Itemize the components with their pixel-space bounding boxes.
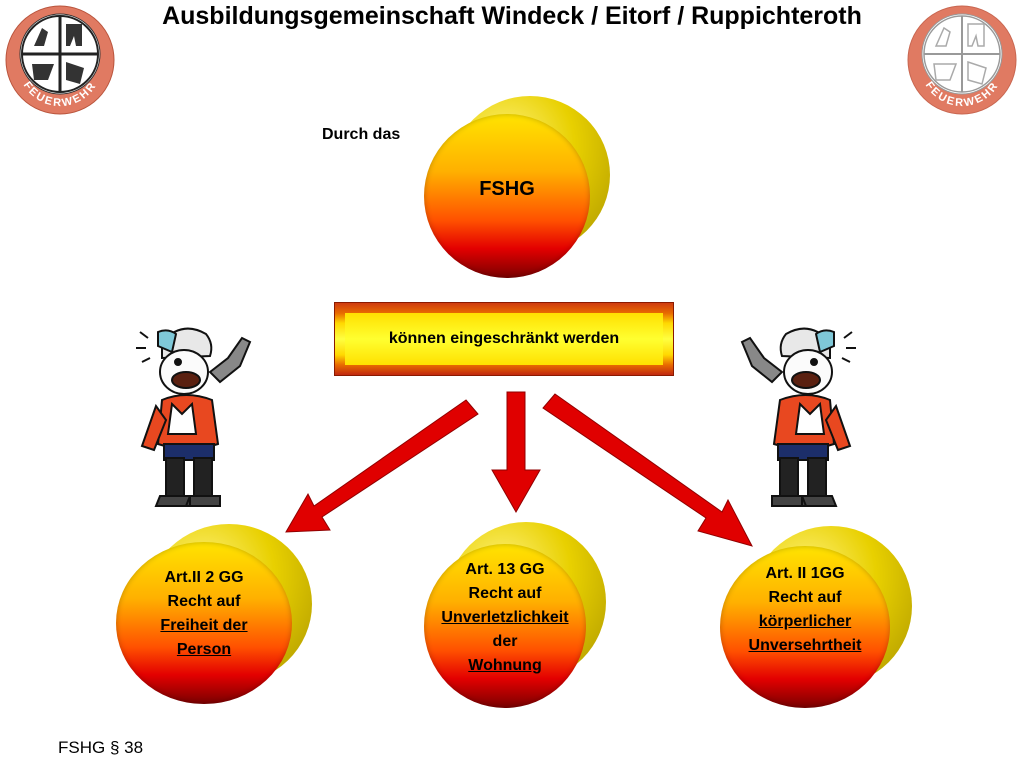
circle-1-line-3: Freiheit der (160, 617, 248, 634)
firefighter-illustration-right (740, 327, 856, 507)
restriction-banner-text: können eingeschränkt werden (345, 313, 663, 365)
fshg-label: FSHG (479, 178, 535, 200)
circle-2-line-5: Wohnung (468, 657, 542, 674)
circle-2-line-4: der (492, 633, 518, 650)
circle-freedom-of-person: Art.II 2 GG Recht auf Freiheit der Perso… (116, 524, 316, 704)
circle-1-line-2: Recht auf (167, 593, 241, 610)
fire-brigade-logo-right: FEUERWEHR (907, 5, 1017, 115)
arrow-right (542, 393, 753, 547)
circle-1-line-1: Art.II 2 GG (164, 569, 244, 586)
circle-2-line-2: Recht auf (468, 585, 542, 602)
circle-2-line-1: Art. 13 GG (465, 561, 545, 578)
footer-reference: FSHG § 38 (58, 738, 144, 757)
circle-3-line-2: Recht auf (768, 589, 842, 606)
circle-1-line-4: Person (176, 641, 232, 658)
fshg-disk: FSHG (424, 96, 612, 278)
page-title: Ausbildungsgemeinschaft Windeck / Eitorf… (162, 2, 862, 30)
arrow-center (491, 391, 541, 514)
circle-3-line-1: Art. II 1GG (765, 565, 845, 582)
circle-3-line-4: Unversehrtheit (748, 637, 862, 654)
restriction-banner: können eingeschränkt werden (334, 302, 674, 376)
circle-inviolability-of-home: Art. 13 GG Recht auf Unverletzlichkeit d… (424, 522, 608, 708)
fire-brigade-logo-left: FEUERWEHR (5, 5, 115, 115)
arrow-left (285, 399, 479, 533)
firefighter-illustration-left (136, 327, 252, 507)
circle-3-line-3: körperlicher (758, 613, 852, 630)
circle-physical-integrity: Art. II 1GG Recht auf körperlicher Unver… (720, 526, 914, 708)
circle-2-line-3: Unverletzlichkeit (441, 609, 569, 626)
intro-note: Durch das (322, 126, 401, 143)
